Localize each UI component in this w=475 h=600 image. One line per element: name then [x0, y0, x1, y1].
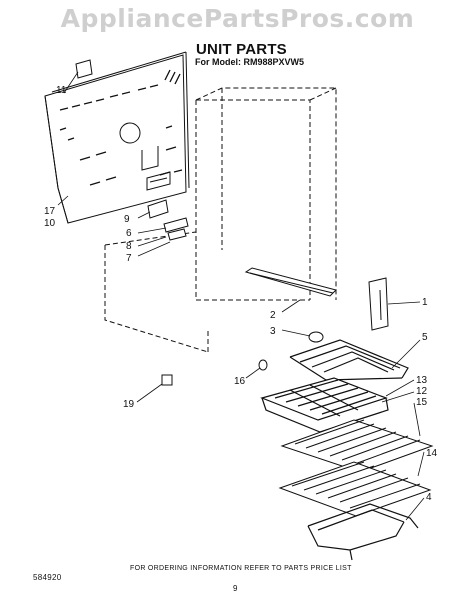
model-number: For Model: RM988PXVW5: [195, 57, 305, 67]
callout-6: 6: [126, 228, 132, 239]
callout-2: 2: [270, 310, 276, 321]
callout-14: 14: [426, 448, 438, 459]
callout-13: 13: [416, 375, 428, 386]
callout-4: 4: [426, 492, 432, 503]
callout-11: 11: [56, 85, 67, 96]
page-number: 9: [233, 584, 238, 593]
callout-8: 8: [126, 241, 132, 252]
callout-12: 12: [416, 386, 428, 397]
document-code: 584920: [33, 573, 62, 582]
callout-1: 1: [422, 297, 428, 308]
callout-19: 19: [123, 399, 135, 410]
callout-7: 7: [126, 253, 132, 264]
callout-5: 5: [422, 332, 428, 343]
diagram-title: UNIT PARTS: [196, 41, 287, 58]
callout-15: 15: [416, 397, 428, 408]
callout-17: 17: [44, 206, 56, 217]
ordering-note: FOR ORDERING INFORMATION REFER TO PARTS …: [130, 565, 352, 572]
callout-16: 16: [234, 376, 246, 387]
callout-3: 3: [270, 326, 276, 337]
watermark: AppliancePartsPros.com: [60, 4, 415, 33]
callout-10: 10: [44, 218, 56, 229]
rear-panel: [44, 51, 190, 224]
callout-9: 9: [124, 214, 130, 225]
